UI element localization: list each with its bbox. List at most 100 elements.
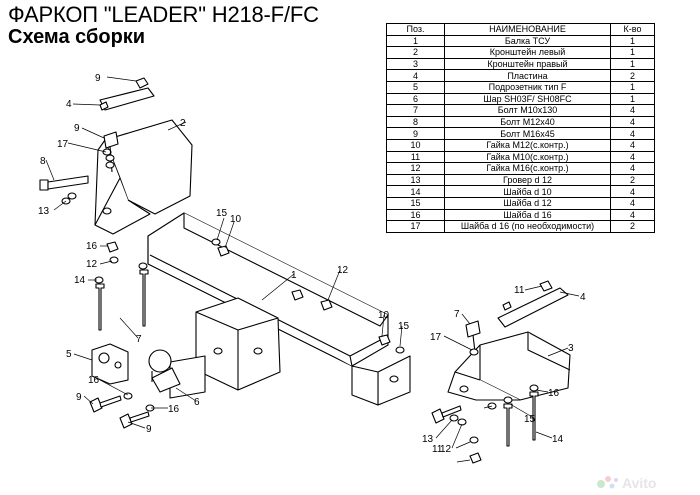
callout-label: 9	[74, 123, 80, 134]
diagram-title: ФАРКОП "LEADER" H218-F/FC	[8, 2, 319, 27]
position-cell: 16	[386, 208, 445, 222]
quantity-cell: 4	[610, 208, 655, 222]
position-cell: 10	[386, 138, 445, 152]
callout-label: 9	[146, 424, 152, 435]
position-cell: 12	[386, 162, 445, 175]
quantity-cell: 1	[610, 92, 655, 106]
hitch-beam-part	[147, 212, 411, 406]
bolt-lower-left2	[119, 413, 133, 429]
callout-label: 14	[552, 434, 564, 445]
position-cell: 7	[386, 104, 445, 117]
bolt-long-left2	[139, 269, 149, 327]
bolt-left-horizontal-shank	[47, 175, 89, 190]
fasteners-group	[61, 77, 553, 464]
callout-label: 15	[524, 414, 536, 425]
part-name-cell: Балка ТСУ	[444, 34, 611, 48]
bolt-lower-left2-shank	[129, 411, 150, 423]
callout-label: 17	[430, 332, 442, 343]
callout-label: 16	[168, 404, 180, 415]
bolt-long-left	[95, 283, 105, 331]
position-cell: 8	[386, 115, 445, 129]
position-cell: 4	[386, 69, 445, 82]
callout-labels: 9 4 9 2 17 8 13 16 12 14 15 10 1 12 7 5 …	[38, 73, 586, 455]
callout-label: 17	[57, 139, 69, 150]
callout-label: 4	[66, 99, 72, 110]
part-name-cell: Шайба d 16	[444, 208, 611, 222]
callout-label: 16	[86, 241, 98, 252]
bolt-lower-left-shank	[99, 395, 122, 408]
position-cell: 9	[386, 127, 445, 140]
quantity-cell: 4	[610, 162, 655, 175]
bolt-right-m16	[465, 320, 481, 338]
callout-label: 1	[291, 270, 297, 281]
part-name-cell: Шайба d 12	[444, 196, 611, 210]
part-name-cell: Шайба d 16 (по необходимости)	[444, 220, 611, 233]
callout-label: 13	[422, 434, 434, 445]
callout-label: 15	[216, 208, 228, 219]
callout-label: 7	[136, 334, 142, 345]
upper-right-plate	[497, 287, 569, 328]
callout-label: 14	[74, 275, 86, 286]
callout-label: 10	[378, 310, 390, 321]
position-cell: 3	[386, 57, 445, 71]
bolt-long-right2	[529, 391, 539, 441]
position-cell: 2	[386, 46, 445, 59]
position-cell: 15	[386, 196, 445, 210]
part-name-cell: Кронштейн правый	[444, 57, 611, 71]
position-cell: 11	[386, 150, 445, 164]
part-name-cell: Гайка М10(с.контр.)	[444, 150, 611, 164]
callout-label: 9	[76, 392, 82, 403]
part-name-cell: Гайка М16(с.контр.)	[444, 162, 611, 175]
callout-label: 4	[580, 292, 586, 303]
quantity-cell: 4	[610, 150, 655, 164]
center-drop-bracket	[195, 297, 281, 391]
part-name-cell: Гровер d 12	[444, 173, 611, 187]
quantity-cell: 2	[610, 173, 655, 187]
leader-lines	[45, 76, 580, 463]
callout-label: 2	[180, 118, 186, 129]
part-name-cell: Кронштейн левый	[444, 46, 611, 59]
quantity-cell: 4	[610, 115, 655, 129]
position-cell: 13	[386, 173, 445, 187]
avito-watermark: Avito	[597, 475, 656, 491]
part-name-cell: Болт М12х40	[444, 115, 611, 129]
bolt-lower-left	[89, 397, 103, 413]
callout-label: 3	[568, 343, 574, 354]
callout-label: 13	[38, 206, 50, 217]
watermark-text: Avito	[622, 475, 656, 491]
part-name-cell: Подрозетник тип F	[444, 80, 611, 94]
right-bracket-part	[447, 331, 571, 401]
callout-label: 12	[86, 259, 98, 270]
callout-label: 6	[194, 397, 200, 408]
part-name-cell: Болт М10х130	[444, 104, 611, 117]
quantity-cell: 1	[610, 34, 655, 48]
part-name-cell: Шайба d 10	[444, 185, 611, 198]
column-header: Поз.	[386, 23, 445, 36]
bolt-right-lower	[431, 408, 445, 424]
quantity-cell: 2	[610, 220, 655, 233]
quantity-cell: 1	[610, 57, 655, 71]
position-cell: 17	[386, 220, 445, 233]
callout-label: 9	[95, 73, 101, 84]
quantity-cell: 1	[610, 80, 655, 94]
quantity-cell: 4	[610, 196, 655, 210]
tow-ball-part	[148, 349, 206, 399]
callout-label: 10	[230, 214, 242, 225]
table-header-row: Поз. НАИМЕНОВАНИЕ К-во	[386, 23, 655, 36]
callout-label: 16	[88, 375, 100, 386]
callout-label: 12	[440, 444, 452, 455]
callout-label: 8	[40, 156, 46, 167]
callout-label: 15	[398, 321, 410, 332]
